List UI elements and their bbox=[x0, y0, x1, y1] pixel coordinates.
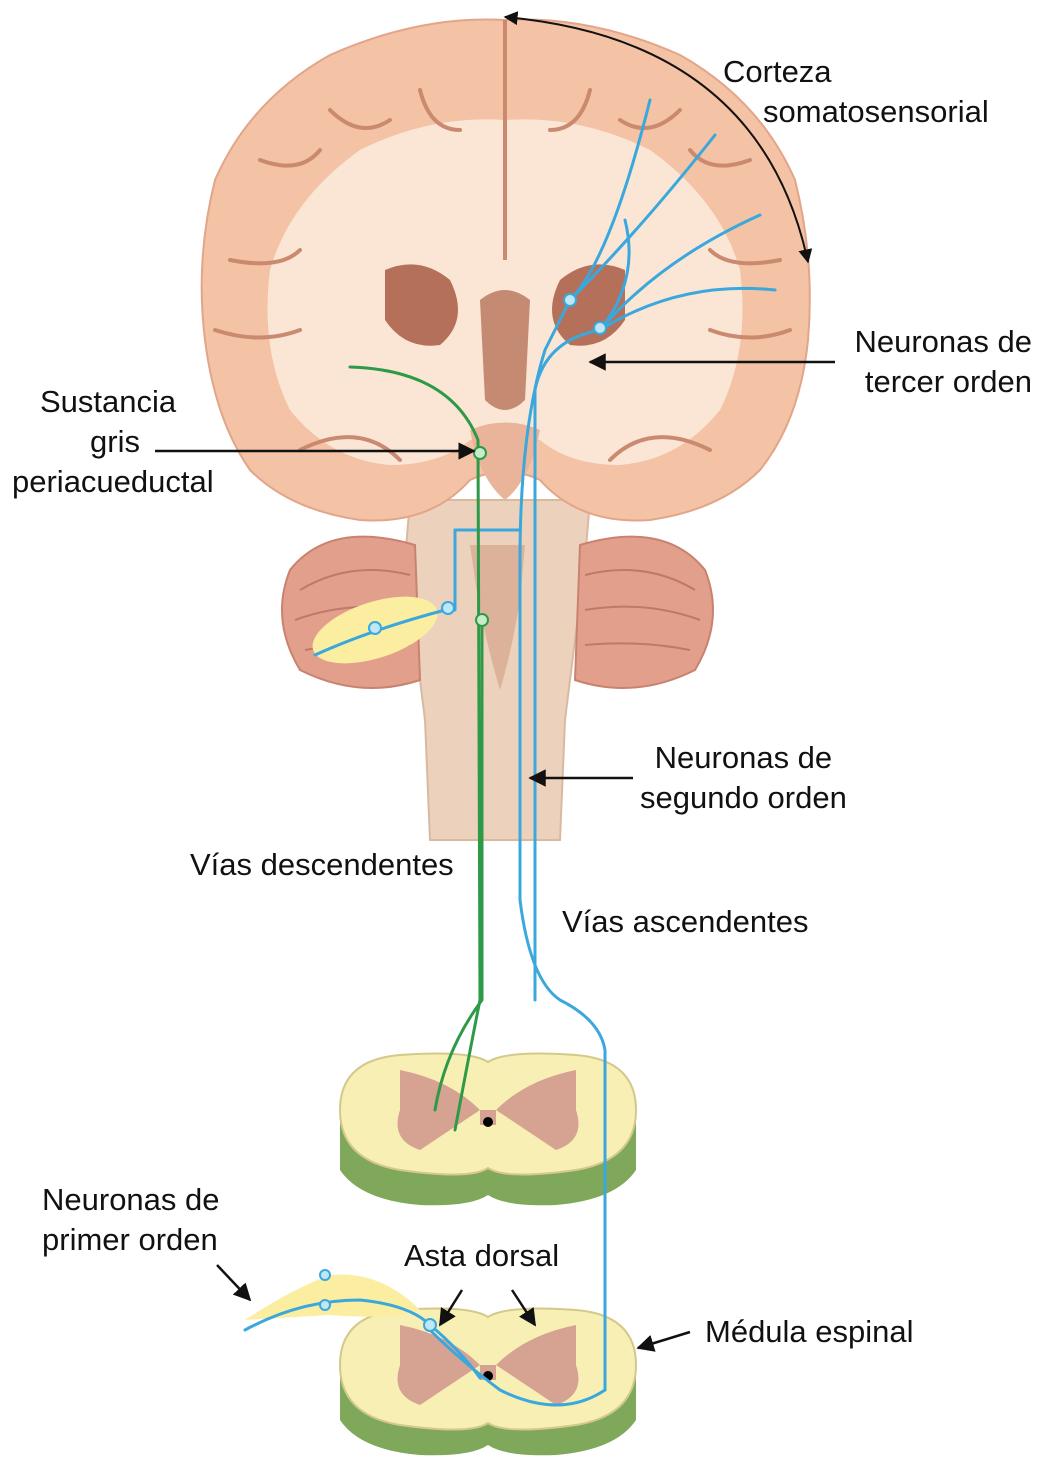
spinal-cord-arrow bbox=[638, 1332, 690, 1348]
pag-label-line3: periacueductal bbox=[12, 462, 214, 502]
peripheral-ganglion bbox=[245, 1274, 420, 1320]
lateral-ventricles bbox=[480, 290, 530, 410]
cortex-label-line1: Corteza bbox=[723, 52, 989, 92]
spinal-segment-upper bbox=[340, 1054, 636, 1206]
cortex-label: Corteza somatosensorial bbox=[723, 52, 989, 132]
ascending-label: Vías ascendentes bbox=[562, 902, 808, 942]
third-order-label-line2: tercer orden bbox=[854, 362, 1032, 402]
cerebellum-right bbox=[575, 537, 713, 688]
second-order-label: Neuronas de segundo orden bbox=[640, 738, 847, 818]
first-order-label-line2: primer orden bbox=[42, 1220, 220, 1260]
cortex-label-line2: somatosensorial bbox=[763, 92, 989, 132]
first-order-label-line1: Neuronas de bbox=[42, 1180, 220, 1220]
descending-label: Vías descendentes bbox=[190, 845, 454, 885]
first-order-label: Neuronas de primer orden bbox=[42, 1180, 220, 1260]
third-order-label: Neuronas de tercer orden bbox=[854, 322, 1032, 402]
periaqueductal-region bbox=[470, 423, 540, 501]
second-order-label-line1: Neuronas de bbox=[640, 738, 847, 778]
spinal-cord-label: Médula espinal bbox=[705, 1312, 914, 1352]
second-order-label-line2: segundo orden bbox=[640, 778, 847, 818]
pag-label-line1: Sustancia bbox=[40, 382, 214, 422]
dorsal-horn-label: Asta dorsal bbox=[404, 1236, 559, 1276]
third-order-label-line1: Neuronas de bbox=[854, 322, 1032, 362]
pag-label-line2: gris bbox=[90, 422, 214, 462]
pag-label: Sustancia gris periacueductal bbox=[12, 382, 214, 502]
first-order-arrow bbox=[217, 1265, 250, 1300]
